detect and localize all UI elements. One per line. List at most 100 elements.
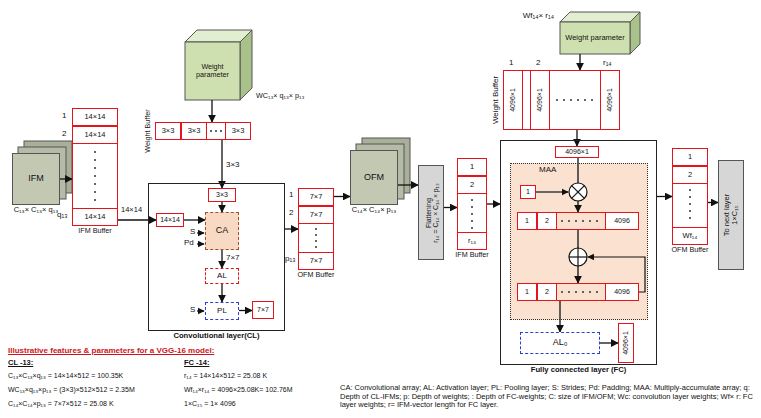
rotated-text-group: 4096×1 bbox=[530, 70, 550, 130]
ellipsis-dot bbox=[570, 99, 572, 101]
conv-layer: Convolutional layer(CL)3×3CA14×14ALPL7×7 bbox=[148, 183, 285, 331]
connector-arrow bbox=[398, 184, 418, 185]
buffer-cell: 1 bbox=[457, 158, 487, 176]
multiplier-symbol bbox=[569, 183, 587, 201]
ellipsis-dot bbox=[215, 130, 217, 132]
annotation-label: S bbox=[190, 305, 195, 314]
node-text: C₁₃× C₁₃× q₁₃ bbox=[14, 206, 59, 214]
row-cell: 4096 bbox=[605, 212, 639, 230]
output-box: 7×7 bbox=[252, 301, 274, 319]
row-cell: 1 bbox=[517, 283, 537, 301]
ellipsis-dot bbox=[568, 291, 570, 293]
ellipsis-dot bbox=[563, 99, 565, 101]
buffer-cell: 3×3 bbox=[225, 122, 251, 140]
buffer-cell: 2 bbox=[457, 176, 487, 194]
ellipsis-dot bbox=[315, 246, 317, 248]
node-text: 7×7 bbox=[310, 193, 323, 201]
ifm-buffer: IFM Buffer14×1414×1414×14 bbox=[72, 108, 118, 226]
ellipsis-dot bbox=[596, 291, 598, 293]
node-text: 1 bbox=[525, 288, 529, 296]
buffer-cell: 4096×1 bbox=[530, 70, 550, 130]
node-text: 4096 bbox=[614, 217, 630, 225]
node-text: OFM Buffer bbox=[297, 271, 334, 279]
annotation-label: 1 bbox=[509, 58, 513, 67]
row-cell: 4096 bbox=[605, 283, 639, 301]
node-text: MAA bbox=[539, 166, 556, 175]
ellipsis-dot bbox=[689, 217, 691, 219]
node-text: Convolutional layer(CL) bbox=[173, 332, 259, 340]
node-text: Weight parameter bbox=[185, 63, 240, 79]
node-text: Weight Buffer bbox=[490, 70, 502, 130]
annotation-label: C₁₃×C₁₃×q₁₃ = 14×14×512 = 100.35K bbox=[8, 372, 123, 380]
rotated-text-group: 4096×1 bbox=[503, 70, 523, 130]
node-text: 14×14 bbox=[84, 213, 105, 221]
node-text: 7×7 bbox=[257, 306, 269, 314]
node-text: 1×C₁₅ bbox=[731, 205, 739, 225]
buffer-cell: Wf₁₄ bbox=[672, 227, 708, 245]
connector-arrow bbox=[559, 301, 560, 332]
node-text: PL bbox=[217, 307, 227, 316]
node-text: 14×14 bbox=[84, 113, 105, 121]
connector-arrow bbox=[577, 230, 578, 283]
ellipsis-dot bbox=[94, 183, 96, 185]
ellipsis-dot bbox=[584, 99, 586, 101]
annotation-label: 1 bbox=[62, 111, 66, 120]
connector-arrow bbox=[579, 54, 580, 70]
node-text: 2 bbox=[545, 217, 549, 225]
node-text: IFM Buffer bbox=[455, 251, 488, 259]
weight-cube: Weight parameterWC₁₃× q₁₃× p₁₃ bbox=[185, 42, 240, 100]
pooling-box: PL bbox=[205, 302, 239, 320]
kernel-box: 3×3 bbox=[208, 188, 236, 202]
conv-array: CA bbox=[205, 212, 239, 250]
ellipsis-dot bbox=[94, 199, 96, 201]
connector-arrow bbox=[285, 228, 298, 229]
annotation-label: FC -14: bbox=[184, 359, 209, 368]
connector-arrow bbox=[444, 207, 457, 208]
node-text: AL bbox=[217, 272, 227, 281]
node-text: AL₀ bbox=[553, 338, 568, 348]
node-text: 1 bbox=[470, 163, 474, 171]
stride-arrow bbox=[197, 232, 204, 233]
ellipsis-dot bbox=[582, 291, 584, 293]
rotated-text-group: 4096×1 bbox=[618, 323, 634, 363]
buffer-cell: r₁₄ bbox=[457, 232, 487, 250]
cube-front bbox=[185, 42, 240, 100]
annotation-label: WC₁₃×q₁₃×p₁₃ = (3×3)×512×512 = 2.35M bbox=[8, 386, 135, 394]
node-text: 4096×1 bbox=[509, 88, 517, 112]
ifm-buffer: IFM Buffer12r₁₄ bbox=[457, 158, 487, 250]
rotated-text-group: Flatteningr₁₄ = C₁₄ × C₁₄ × p₁₃ bbox=[418, 165, 444, 260]
buffer-cell: 7×7 bbox=[298, 206, 334, 224]
ellipsis-dot bbox=[94, 151, 96, 153]
multiplier-symbol bbox=[572, 186, 585, 199]
node-text: WC₁₃× q₁₃× p₁₃ bbox=[256, 92, 304, 100]
node-text: 4096×1 bbox=[622, 331, 630, 355]
node-text: Wf₁₄× r₁₄ bbox=[523, 12, 554, 21]
ellipsis-dot bbox=[596, 220, 598, 222]
annotation-label: 2 bbox=[289, 208, 293, 217]
buffer-cell: 3×3 bbox=[155, 122, 181, 140]
annotation-label: C₁₄×C₁₄×p₁₃ = 7×7×512 = 25.08 K bbox=[8, 400, 114, 408]
node-text: Weight parameter bbox=[565, 34, 624, 42]
node-text: 2 bbox=[470, 181, 474, 189]
ellipsis-dot bbox=[94, 167, 96, 169]
ellipsis-dot bbox=[220, 130, 222, 132]
multiplier-symbol bbox=[572, 186, 585, 199]
buffer-cell: 3×3 bbox=[181, 122, 207, 140]
annotation-label: Wf₁₄×r₁₄ = 4096×25.08K= 102.76M bbox=[184, 386, 293, 394]
next-layer-box: To next layer1×C₁₅ bbox=[718, 160, 744, 270]
annotation-label: 14×14 bbox=[121, 206, 142, 215]
stride-arrow bbox=[197, 310, 204, 311]
node-text: r₁₄ bbox=[468, 237, 476, 245]
connector-arrow bbox=[657, 196, 672, 197]
annotation-label: 7×7 bbox=[226, 253, 240, 262]
row-cell: 2 bbox=[537, 283, 557, 301]
buffer-cell: 4096×1 bbox=[600, 70, 620, 130]
ellipsis-dot bbox=[471, 213, 473, 215]
connector-arrow bbox=[239, 310, 252, 311]
annotation-label: Pd bbox=[184, 238, 194, 247]
buffer-cell: 14×14 bbox=[72, 126, 118, 144]
ellipsis-dot bbox=[94, 159, 96, 161]
annotation-label: 3×3 bbox=[226, 160, 240, 169]
node-text: 3×3 bbox=[162, 127, 175, 135]
